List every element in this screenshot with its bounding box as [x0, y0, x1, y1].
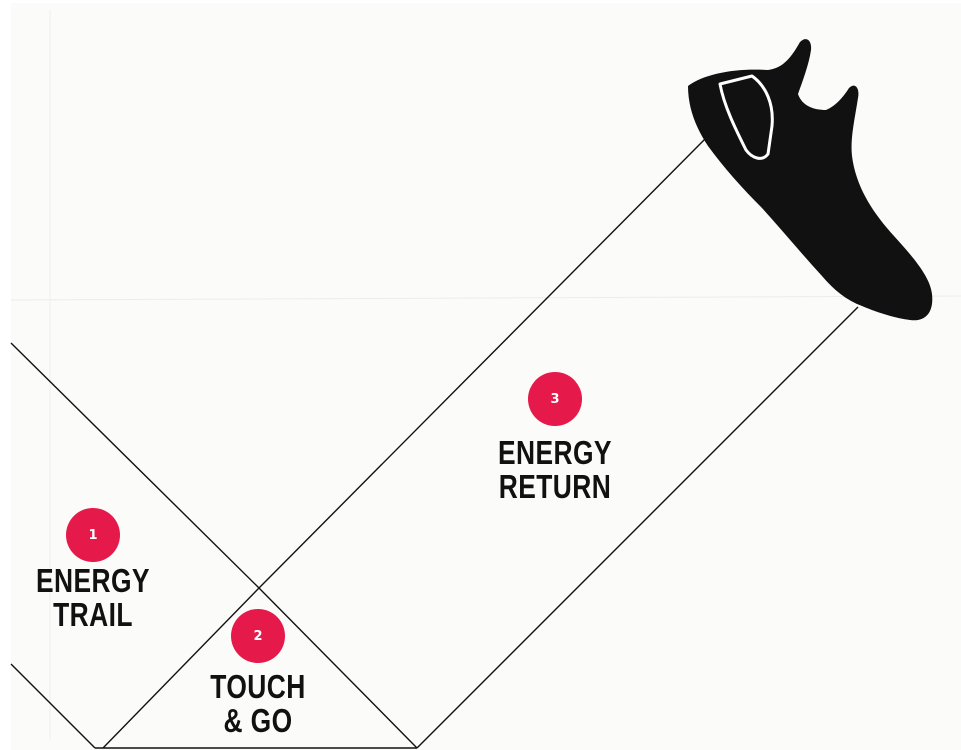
step-2-line1: TOUCH [198, 670, 318, 704]
paper-fold-line [11, 296, 961, 300]
step-1-label: ENERGY TRAIL [33, 564, 153, 632]
return-upper-line [259, 138, 706, 588]
trail-upper-line [11, 343, 259, 588]
step-3-label: ENERGY RETURN [491, 436, 619, 504]
step-1-badge: 1 [66, 508, 120, 562]
step-2-label: TOUCH & GO [198, 670, 318, 738]
running-shoe-icon [688, 39, 932, 320]
step-1-number: 1 [88, 528, 97, 543]
step-1-line2: TRAIL [33, 598, 153, 632]
return-lower-line [417, 307, 858, 748]
step-2-number: 2 [253, 629, 262, 644]
step-3-line2: RETURN [491, 470, 619, 504]
step-2-badge: 2 [231, 609, 285, 663]
step-3-line1: ENERGY [491, 436, 619, 470]
step-2-line2: & GO [198, 704, 318, 738]
trail-lower-line [11, 664, 95, 748]
step-3-number: 3 [550, 392, 559, 407]
step-1-line1: ENERGY [33, 564, 153, 598]
step-3-badge: 3 [528, 372, 582, 426]
